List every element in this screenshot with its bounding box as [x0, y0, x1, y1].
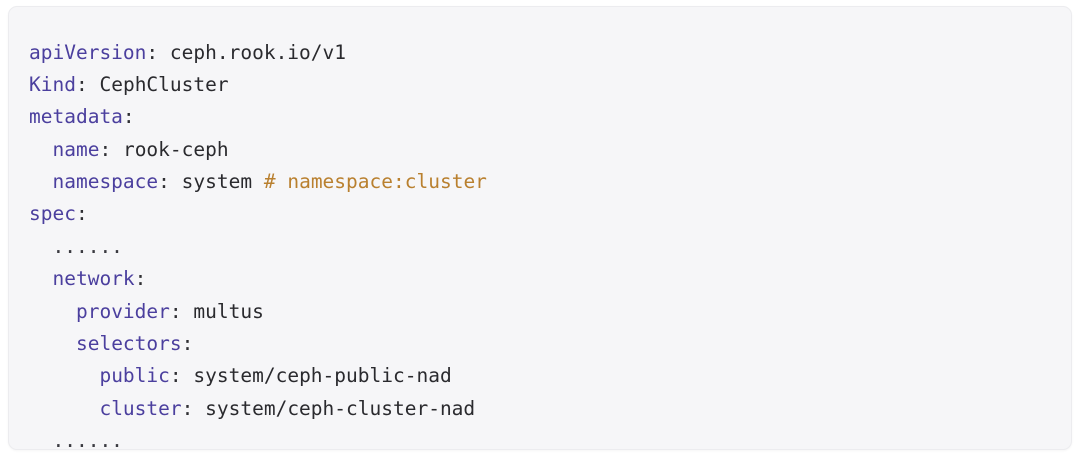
code-line: name: rook-ceph [29, 134, 1071, 166]
code-indent [29, 300, 76, 323]
code-line: namespace: system # namespace:cluster [29, 166, 1071, 198]
code-token-key: public [99, 364, 170, 388]
code-indent [29, 332, 76, 355]
code-line: metadata: [29, 101, 1071, 133]
code-token-key: network [52, 267, 135, 291]
code-indent [29, 429, 52, 449]
code-token-punct: : [181, 332, 194, 356]
code-token-plain [252, 170, 264, 193]
code-token-punct: : [146, 40, 159, 64]
code-token-plain [88, 73, 100, 96]
code-token-value: system/ceph-public-nad [193, 364, 452, 388]
code-indent [29, 267, 52, 290]
code-indent [29, 364, 99, 387]
code-token-value: CephCluster [99, 72, 229, 96]
code-token-punct: : [169, 364, 182, 388]
code-token-plain [182, 300, 194, 323]
code-token-comment: # namespace:cluster [263, 170, 487, 194]
code-token-value: multus [193, 299, 264, 323]
code-line: ...... [29, 231, 1071, 263]
code-token-punct: : [122, 105, 135, 129]
code-token-value: rook-ceph [122, 137, 229, 161]
code-line: Kind: CephCluster [29, 69, 1071, 101]
code-token-key: Kind [29, 72, 76, 96]
code-line: selectors: [29, 328, 1071, 360]
code-token-key: cluster [99, 396, 182, 420]
code-indent [29, 397, 99, 420]
code-token-value: ceph.rook.io/v1 [169, 40, 347, 64]
code-token-value: system [181, 170, 253, 194]
code-indent [29, 170, 52, 193]
code-line: spec: [29, 198, 1071, 230]
code-line: ...... [29, 425, 1071, 450]
code-line: provider: multus [29, 296, 1071, 328]
code-token-key: namespace [52, 170, 159, 194]
code-line: network: [29, 263, 1071, 295]
code-token-plain [193, 397, 205, 420]
code-token-punct: : [134, 267, 147, 291]
code-token-plain [170, 170, 182, 193]
code-token-punct: : [181, 396, 194, 420]
code-line: apiVersion: ceph.rook.io/v1 [29, 37, 1071, 69]
code-token-key: apiVersion [29, 40, 147, 64]
code-token-punct: : [158, 170, 170, 194]
code-token-key: provider [75, 299, 170, 323]
code-token-ellipsis: ...... [52, 429, 123, 450]
code-token-key: name [52, 137, 100, 161]
code-token-plain [158, 41, 170, 64]
code-token-key: metadata [29, 105, 123, 129]
code-token-punct: : [75, 202, 88, 226]
code-indent [29, 235, 52, 258]
code-line: public: system/ceph-public-nad [29, 360, 1071, 392]
code-token-ellipsis: ...... [52, 234, 123, 258]
code-token-plain [111, 138, 123, 161]
code-token-punct: : [169, 299, 182, 323]
code-indent [29, 138, 52, 161]
code-token-key: spec [29, 202, 76, 226]
code-token-punct: : [75, 72, 88, 96]
code-token-plain [182, 364, 194, 387]
code-line: cluster: system/ceph-cluster-nad [29, 393, 1071, 425]
code-token-key: selectors [75, 332, 182, 356]
code-token-value: system/ceph-cluster-nad [205, 396, 476, 420]
code-token-punct: : [99, 137, 112, 161]
